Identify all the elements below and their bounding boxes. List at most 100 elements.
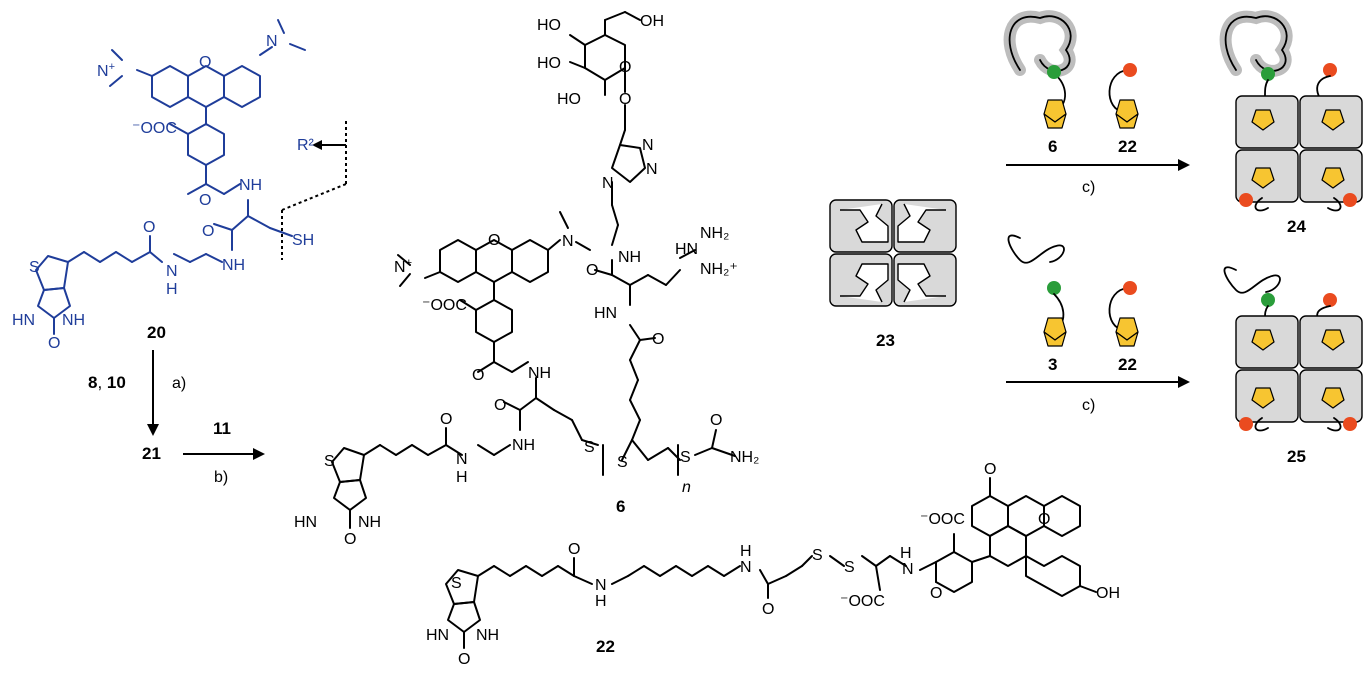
ketone-o-label-22: O <box>984 461 996 478</box>
sh-label-20: SH <box>292 232 314 249</box>
h-label-6: H <box>456 469 468 486</box>
condition-a: a) <box>172 375 186 392</box>
reactant-22-cartoon-bottom <box>1108 281 1139 347</box>
nh2-plus-label-6: NH₂⁺ <box>700 261 738 278</box>
s-label-22b: S <box>812 547 823 564</box>
compound-21-label: 21 <box>142 444 161 463</box>
carbonyl-o-label-6f: O <box>652 331 664 348</box>
product-24-cartoon <box>1219 10 1363 212</box>
carbonyl-o-label-6e: O <box>586 262 598 279</box>
n-label-20: N <box>166 263 178 280</box>
n-label-6: N <box>456 451 468 468</box>
compound-6-label: 6 <box>616 497 625 516</box>
compound-20-label: 20 <box>147 323 166 342</box>
carbonyl-o-label-22c: O <box>930 585 942 602</box>
condition-c-top: c) <box>1082 179 1095 196</box>
s-label-22c: S <box>844 559 855 576</box>
s-label-22: S <box>451 575 462 592</box>
reagent-c-bottom-2: 22 <box>1118 355 1137 374</box>
nme2-label-20: N <box>266 33 278 50</box>
compound-20-structure: N+ N O ⁻OOC O NH O SH NH O N H S HN NH O… <box>12 19 347 352</box>
reagent-c-top-2: 22 <box>1118 137 1137 156</box>
compound-25-label: 25 <box>1287 447 1306 466</box>
compound-24-label: 24 <box>1287 217 1306 236</box>
ooc-label-22b: ⁻OOC <box>920 511 965 528</box>
carbonyl-o-label-6c: O <box>440 411 452 428</box>
ho-label-2: HO <box>537 55 561 72</box>
carbonyl-o-label-22a: O <box>568 541 580 558</box>
nh-label-20b: NH <box>222 257 245 274</box>
r2-label-20: R² <box>297 137 315 154</box>
s-label-20: S <box>29 259 40 276</box>
hn-label-22: HN <box>426 627 449 644</box>
arrow-c-bottom-head <box>1178 376 1190 388</box>
nh-label-22a: NH <box>476 627 499 644</box>
triazole-n-3: N <box>602 175 614 192</box>
reagents-a: 8, 10 <box>88 373 126 392</box>
ho-label-1: HO <box>537 17 561 34</box>
triazole-n-2: N <box>646 161 658 178</box>
sugar-o-label: O <box>619 59 631 76</box>
arrow-a-head <box>147 424 159 436</box>
xanthene-o-label-20: O <box>199 54 211 71</box>
nme2-label-6: N <box>562 233 574 250</box>
nh-label-6a: NH <box>528 365 551 382</box>
n-plus-label-20: N+ <box>97 61 115 80</box>
condition-b: b) <box>214 469 228 486</box>
ooc-label-20: ⁻OOC <box>132 120 177 137</box>
oh-label-1: OH <box>640 13 664 30</box>
carbonyl-o-label-22b: O <box>762 601 774 618</box>
s-label-6a: S <box>324 453 335 470</box>
h-label-22a: H <box>595 593 607 610</box>
compound-22-label: 22 <box>596 637 615 656</box>
reagent-c-bottom-1: 3 <box>1048 355 1057 374</box>
nh-label-20c: NH <box>62 312 85 329</box>
ring-o-label-22: O <box>1038 511 1050 528</box>
glycoside-o-label: O <box>619 91 631 108</box>
n-label-22a: N <box>595 577 607 594</box>
hn-label-6b: HN <box>675 241 698 258</box>
ooc-label-22a: ⁻OOC <box>840 593 885 610</box>
h-label-22c: H <box>900 545 912 562</box>
arrow-c-top-head <box>1178 159 1190 171</box>
reactant-6-cartoon <box>1003 10 1077 129</box>
urea-o-label-6: O <box>344 531 356 548</box>
s-label-6c: S <box>617 454 628 471</box>
compound-6-structure: N+ N O ⁻OOC O NH O NH N H O S HN NH O S … <box>294 11 759 548</box>
nh2-label-6b: NH₂ <box>700 225 729 242</box>
reactant-3-cartoon <box>1007 234 1067 347</box>
product-25-cartoon <box>1223 266 1363 432</box>
nh-label-22b: N <box>740 559 752 576</box>
oh-label-22: OH <box>1096 585 1120 602</box>
reagent-c-top-1: 6 <box>1048 137 1057 156</box>
nh-label-20a: NH <box>239 177 262 194</box>
ho-label-3: HO <box>557 91 581 108</box>
hn-label-6: HN <box>294 514 317 531</box>
nh-label-6d: NH <box>618 249 641 266</box>
hn-label-20: HN <box>12 312 35 329</box>
hn-label-6c: HN <box>594 305 617 322</box>
arrow-b-head <box>253 448 265 460</box>
carbonyl-o-label-6a: O <box>472 367 484 384</box>
xanthene-o-label-6: O <box>488 232 500 249</box>
nh2-label-6: NH₂ <box>730 449 759 466</box>
s-label-6d: S <box>680 449 691 466</box>
streptavidin-23 <box>829 199 957 307</box>
s-label-6b: S <box>584 439 595 456</box>
nh-label-22c: N <box>902 561 914 578</box>
carbonyl-o-label-6b: O <box>494 397 506 414</box>
compound-22-structure: S HN NH O O N H N H O S S ⁻OOC N H O ⁻OO… <box>426 461 1120 668</box>
urea-o-label-20: O <box>48 335 60 352</box>
triazole-n-1: N <box>642 137 654 154</box>
ooc-label-6: ⁻OOC <box>422 297 467 314</box>
nh-label-6c: NH <box>358 514 381 531</box>
h-label-22b: H <box>740 543 752 560</box>
carbonyl-o-label-20c: O <box>143 219 155 236</box>
carbonyl-o-label-20b: O <box>202 223 214 240</box>
urea-o-label-22: O <box>458 651 470 668</box>
reactant-22-cartoon-top <box>1108 63 1139 129</box>
compound-23-label: 23 <box>876 331 895 350</box>
reagent-b: 11 <box>213 419 231 438</box>
h-label-20: H <box>166 281 178 298</box>
